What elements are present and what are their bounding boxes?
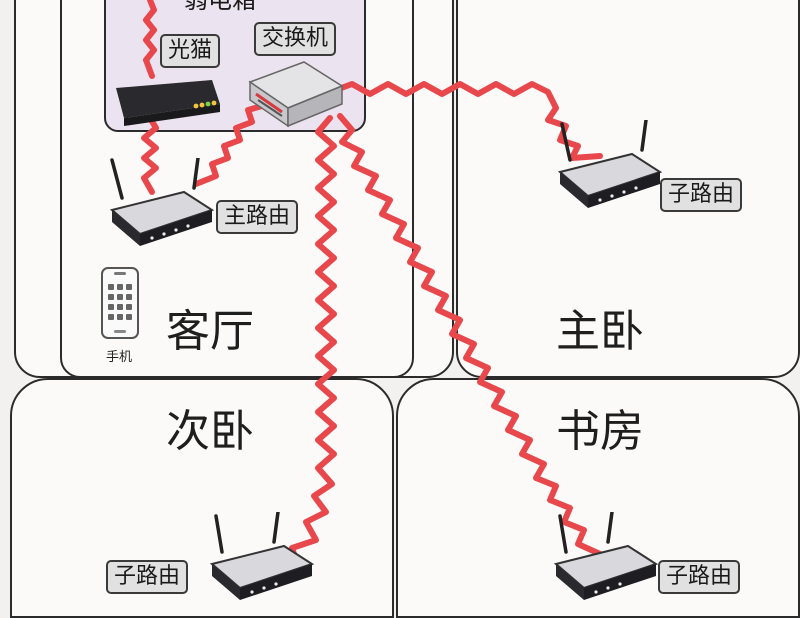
sub-router-master-device xyxy=(556,120,662,212)
room-living-inner xyxy=(60,0,414,378)
switch-device xyxy=(246,58,346,130)
main-router-device xyxy=(108,158,214,250)
sub-router-study-label: 子路由 xyxy=(658,560,741,594)
sub-router-second-label: 子路由 xyxy=(106,560,189,594)
sub-router-study-device xyxy=(552,512,658,604)
room-label-second-bedroom: 次卧 xyxy=(166,406,254,457)
modem-label: 光猫 xyxy=(160,34,221,68)
main-router-label: 主路由 xyxy=(216,200,299,234)
cabinet-title: 弱电箱 xyxy=(184,0,256,14)
cable-switch-main-router xyxy=(193,103,265,187)
phone-icon xyxy=(100,266,140,342)
cable-switch-study xyxy=(337,113,603,557)
switch-label: 交换机 xyxy=(254,22,337,56)
room-label-study: 书房 xyxy=(556,406,644,457)
sub-router-master-label: 子路由 xyxy=(660,178,743,212)
room-second-bedroom xyxy=(10,378,394,618)
room-label-master-bedroom: 主卧 xyxy=(556,306,644,357)
sub-router-second-device xyxy=(208,512,314,604)
modem-device xyxy=(108,74,224,126)
cable-switch-master-bedroom xyxy=(333,81,603,161)
cable-switch-second-bedroom xyxy=(273,115,337,569)
network-cables xyxy=(141,0,603,569)
cable-fiber-in xyxy=(143,0,157,79)
phone-label: 手机 xyxy=(106,350,133,365)
room-label-living: 客厅 xyxy=(166,306,254,357)
cable-modem-main-router xyxy=(141,115,159,195)
